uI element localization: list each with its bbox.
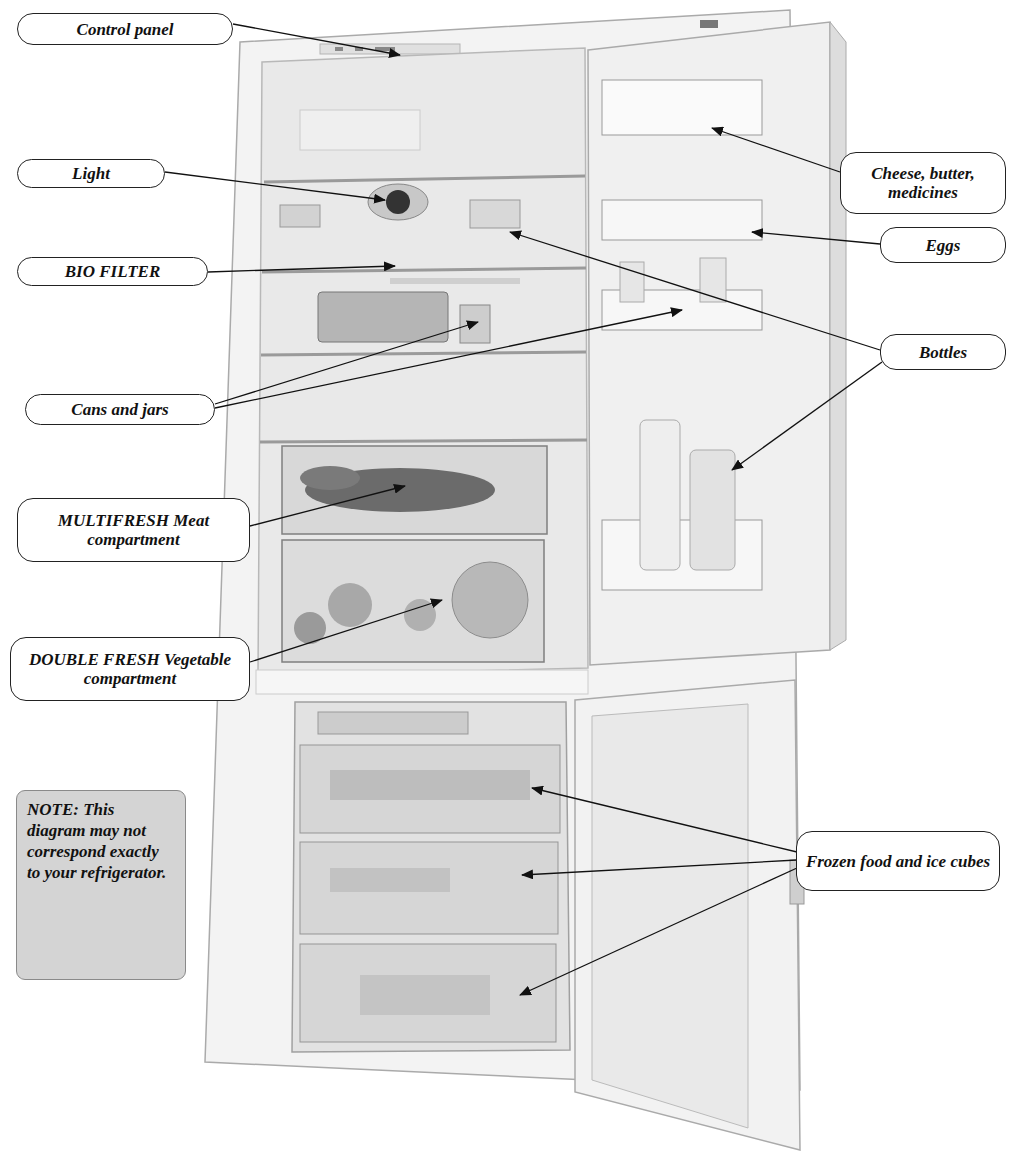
meat-drawer [282, 446, 547, 534]
callout-label: Eggs [880, 227, 1006, 263]
rear-panel [300, 110, 420, 150]
label-text: DOUBLE FRESH Vegetable compartment [19, 650, 241, 688]
note-box: NOTE: This diagram may not correspond ex… [16, 790, 186, 980]
fridge-compartment [258, 48, 588, 676]
bio-filter [390, 278, 520, 284]
leader-line [250, 600, 442, 662]
leader-line [510, 232, 880, 350]
fridge-door [588, 22, 830, 665]
frozen-food [360, 975, 490, 1015]
ice-tray [318, 712, 468, 734]
glass-shelf [261, 352, 586, 355]
freezer-drawer [300, 842, 558, 934]
callout-label: BIO FILTER [17, 257, 208, 286]
leader-line [215, 322, 478, 404]
glass-shelf [264, 176, 585, 182]
label-text: Light [72, 164, 110, 183]
shelf-item [470, 200, 520, 228]
leader-line [752, 232, 880, 244]
control-knob [335, 47, 343, 51]
label-text: Eggs [926, 236, 961, 255]
leader-line [732, 362, 882, 470]
jar [460, 305, 490, 343]
callout-label: Light [17, 159, 165, 188]
shelf-item [280, 205, 320, 227]
callout-label: Cheese, butter, medicines [840, 152, 1006, 214]
note-text: NOTE: This diagram may not correspond ex… [27, 799, 175, 883]
callout-label: Cans and jars [25, 394, 215, 425]
label-text: MULTIFRESH Meat compartment [26, 511, 241, 549]
callout-label: MULTIFRESH Meat compartment [17, 498, 250, 562]
leader-line [532, 788, 797, 852]
frozen-food [330, 868, 450, 892]
bottle [640, 420, 680, 570]
callout-label: Bottles [880, 334, 1006, 370]
leader-line [250, 486, 405, 526]
meat [300, 466, 360, 490]
vegetable [328, 583, 372, 627]
label-text: Cheese, butter, medicines [849, 164, 997, 202]
vegetable [452, 562, 528, 638]
callout-label: Frozen food and ice cubes [796, 831, 1000, 891]
leader-line [165, 172, 385, 200]
callout-label: Control panel [17, 13, 233, 45]
door-recess [592, 704, 748, 1128]
leader-line [712, 128, 840, 172]
callout-label: DOUBLE FRESH Vegetable compartment [10, 637, 250, 701]
bottle [700, 258, 726, 302]
egg-tray [602, 200, 762, 240]
freezer-drawer [300, 745, 560, 833]
leader-line [215, 310, 682, 408]
label-text: Frozen food and ice cubes [806, 852, 990, 871]
leader-line [233, 24, 400, 55]
label-text: Control panel [77, 20, 174, 39]
label-text: Cans and jars [71, 400, 168, 419]
bottle-bin [602, 520, 762, 590]
light-bulb [386, 190, 410, 214]
freezer-compartment [292, 702, 570, 1052]
freezer-drawer [300, 944, 556, 1042]
leader-line [208, 266, 395, 272]
leader-line [520, 868, 797, 995]
brand-badge [700, 20, 718, 28]
glass-shelf [260, 440, 587, 442]
leader-line [522, 860, 797, 875]
bottle [690, 450, 735, 570]
label-text: Bottles [919, 343, 967, 362]
vegetable-drawer [282, 540, 544, 662]
cans-and-jars [318, 292, 448, 342]
divider-band [256, 670, 588, 694]
frozen-food [330, 770, 530, 800]
freezer-door [575, 680, 800, 1150]
light-housing [368, 184, 428, 220]
dairy-box [602, 80, 762, 135]
label-text: BIO FILTER [65, 262, 161, 281]
